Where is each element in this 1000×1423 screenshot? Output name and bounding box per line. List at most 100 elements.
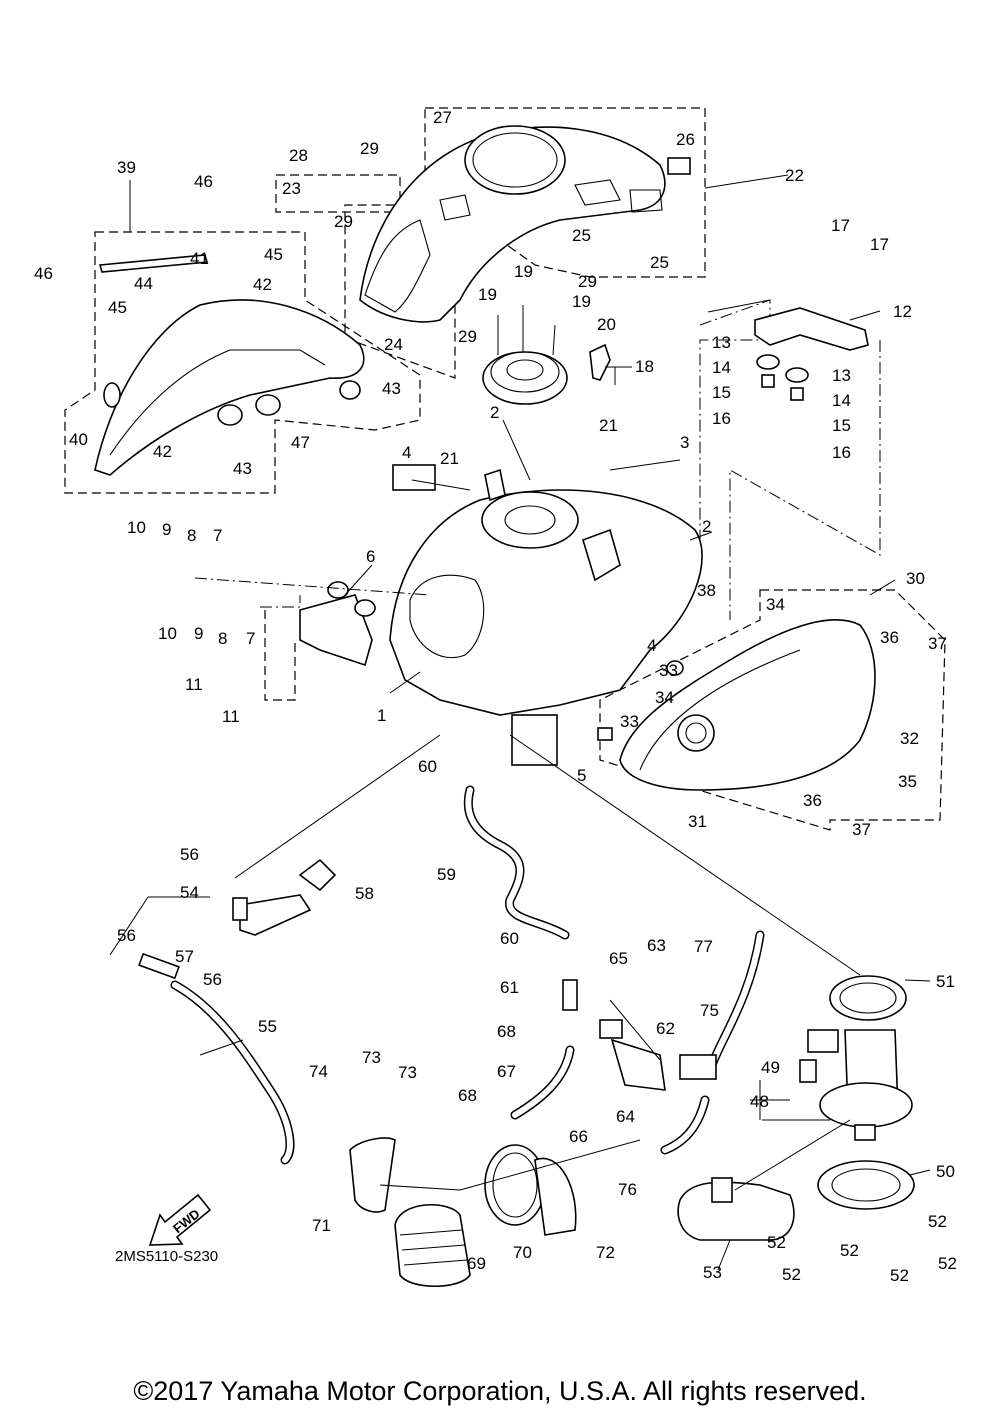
callout-label: 29 xyxy=(360,139,379,158)
callout-label: 14 xyxy=(712,358,731,377)
callout-label: 33 xyxy=(620,712,639,731)
seat-cover-group xyxy=(597,589,946,831)
callout-label: 52 xyxy=(890,1266,909,1285)
tank-cover-group xyxy=(275,107,706,379)
callout-label: 45 xyxy=(264,245,283,264)
callout-label: 72 xyxy=(596,1243,615,1262)
callout-label: 24 xyxy=(384,335,403,354)
callout-label: 46 xyxy=(34,264,53,283)
callout-label: 45 xyxy=(108,298,127,317)
tank-bracket xyxy=(194,577,431,701)
callout-label: 70 xyxy=(513,1243,532,1262)
callout-label: 73 xyxy=(398,1063,417,1082)
callout-label: 29 xyxy=(578,272,597,291)
callout-label: 9 xyxy=(162,520,171,539)
callout-label: 42 xyxy=(253,275,272,294)
callout-label: 18 xyxy=(635,357,654,376)
callout-label: 56 xyxy=(180,845,199,864)
callout-label: 21 xyxy=(440,449,459,468)
callout-label: 13 xyxy=(832,366,851,385)
callout-label: 52 xyxy=(782,1265,801,1284)
callout-label: 56 xyxy=(117,926,136,945)
callout-label: 27 xyxy=(433,108,452,127)
callout-label: 43 xyxy=(233,459,252,478)
callout-label: 68 xyxy=(497,1022,516,1041)
hose-group xyxy=(138,785,765,1165)
callout-label: 12 xyxy=(893,302,912,321)
callout-label: 31 xyxy=(688,812,707,831)
callout-label: 16 xyxy=(832,443,851,462)
callout-label: 54 xyxy=(180,883,199,902)
callout-label: 52 xyxy=(767,1233,786,1252)
callout-label: 4 xyxy=(402,443,411,462)
diagram-code: 2MS5110-S230 xyxy=(115,1248,218,1265)
callout-label: 5 xyxy=(577,766,586,785)
callout-label: 68 xyxy=(458,1086,477,1105)
callout-label: 6 xyxy=(366,547,375,566)
callout-label: 19 xyxy=(572,292,591,311)
fuel-pump-assembly xyxy=(677,975,915,1241)
callout-label: 74 xyxy=(309,1062,328,1081)
callout-label: 17 xyxy=(870,235,889,254)
callout-label: 43 xyxy=(382,379,401,398)
callout-label: 44 xyxy=(134,274,153,293)
callout-label: 35 xyxy=(898,772,917,791)
callout-label: 49 xyxy=(761,1058,780,1077)
callout-label: 40 xyxy=(69,430,88,449)
callout-label: 8 xyxy=(187,526,196,545)
callout-label: 7 xyxy=(246,629,255,648)
callout-label: 62 xyxy=(656,1019,675,1038)
tank-cap xyxy=(482,305,611,405)
callout-label: 4 xyxy=(647,636,656,655)
callout-label: 37 xyxy=(928,634,947,653)
callout-label: 76 xyxy=(618,1180,637,1199)
callout-label: 14 xyxy=(832,391,851,410)
callout-label: 29 xyxy=(458,327,477,346)
callout-label: 75 xyxy=(700,1001,719,1020)
callout-label: 60 xyxy=(418,757,437,776)
callout-label: 15 xyxy=(832,416,851,435)
callout-label: 77 xyxy=(694,937,713,956)
callout-label: 16 xyxy=(712,409,731,428)
callout-label: 42 xyxy=(153,442,172,461)
callout-label: 69 xyxy=(467,1254,486,1273)
callout-label: 26 xyxy=(676,130,695,149)
callout-label: 52 xyxy=(938,1254,957,1273)
bracket-group xyxy=(619,299,881,620)
callout-label: 10 xyxy=(158,624,177,643)
callout-label: 11 xyxy=(185,675,203,694)
fuel-tank xyxy=(389,464,703,766)
side-cover-group xyxy=(64,231,421,494)
callout-label: 13 xyxy=(712,333,731,352)
callout-label: 52 xyxy=(840,1241,859,1260)
callout-label: 11 xyxy=(222,707,240,726)
callout-label: 9 xyxy=(194,624,203,643)
callout-label: 21 xyxy=(599,416,618,435)
callout-label: 19 xyxy=(478,285,497,304)
callout-label: 25 xyxy=(650,253,669,272)
callout-label: 58 xyxy=(355,884,374,903)
callout-label: 73 xyxy=(362,1048,381,1067)
callout-label: 71 xyxy=(312,1216,331,1235)
callout-label: 39 xyxy=(117,158,136,177)
callout-label: 52 xyxy=(928,1212,947,1231)
copyright-text: ©2017 Yamaha Motor Corporation, U.S.A. A… xyxy=(133,1376,867,1406)
callout-label: 38 xyxy=(697,581,716,600)
callout-label: 37 xyxy=(852,820,871,839)
callout-label: 48 xyxy=(750,1092,769,1111)
callout-label: 47 xyxy=(291,433,310,452)
callout-label: 66 xyxy=(569,1127,588,1146)
callout-label: 1 xyxy=(377,706,386,725)
callout-label: 34 xyxy=(655,688,674,707)
callout-label: 29 xyxy=(334,212,353,231)
callout-label: 51 xyxy=(936,972,955,991)
callout-label: 25 xyxy=(572,226,591,245)
callout-label: 20 xyxy=(597,315,616,334)
fwd-arrow: FWD xyxy=(148,1193,212,1246)
callout-label: 33 xyxy=(659,661,678,680)
callout-label: 41 xyxy=(190,249,209,268)
callout-label: 10 xyxy=(127,518,146,537)
callout-label: 61 xyxy=(500,978,519,997)
callout-label: 67 xyxy=(497,1062,516,1081)
